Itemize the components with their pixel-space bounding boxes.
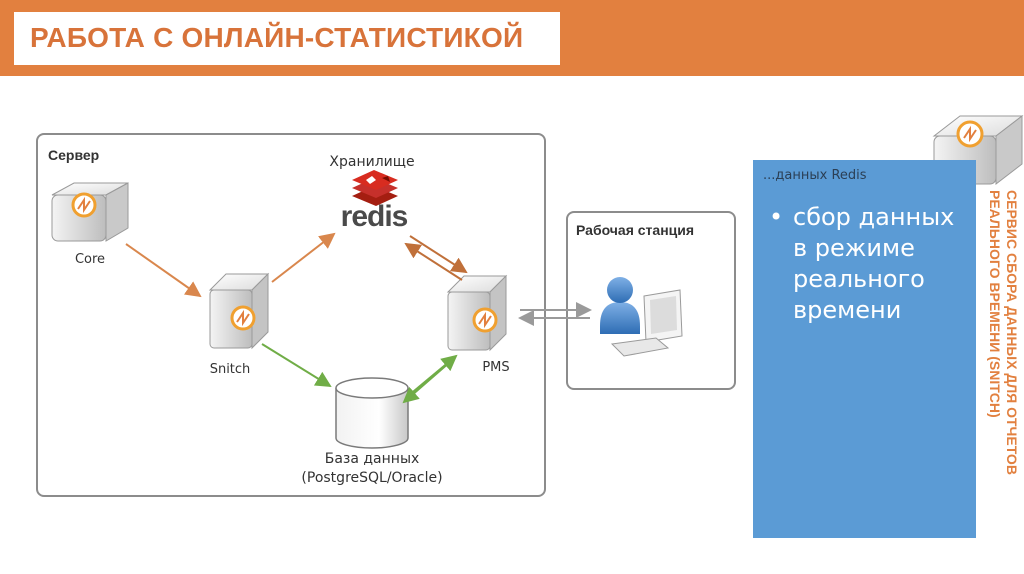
arrow-core-snitch	[125, 243, 202, 298]
pms-server-icon	[446, 274, 508, 352]
snitch-server-icon	[208, 272, 270, 350]
arrow-pms-database	[402, 361, 451, 404]
bullet-text: сбор данных в режиме реального времени	[793, 203, 955, 324]
snitch-label: Snitch	[209, 362, 251, 377]
side-panel: ...данных Redis • сбор данных в режиме р…	[753, 160, 976, 538]
database-icon	[335, 377, 409, 449]
side-panel-header: ...данных Redis	[763, 168, 867, 183]
arrow-snitch-database	[261, 343, 332, 388]
arrow-pms-redis	[404, 242, 463, 281]
pms-label: PMS	[482, 360, 510, 375]
arrow-snitch-redis	[271, 232, 336, 283]
vertical-caption-box: СЕРВИС СБОРА ДАННЫХ ДЛЯ ОТЧЕТОВ РЕАЛЬНОГ…	[980, 190, 1020, 530]
title-box: РАБОТА С ОНЛАЙН-СТАТИСТИКОЙ	[14, 12, 560, 65]
page-title: РАБОТА С ОНЛАЙН-СТАТИСТИКОЙ	[30, 22, 524, 53]
server-frame-title: Сервер	[48, 147, 100, 163]
redis-logo-icon	[352, 170, 398, 206]
workstation-frame-title: Рабочая станция	[576, 222, 695, 238]
storage-caption: Хранилище	[329, 154, 415, 170]
vertical-caption: СЕРВИС СБОРА ДАННЫХ ДЛЯ ОТЧЕТОВ РЕАЛЬНОГ…	[987, 190, 1020, 475]
database-label-line1: База данных	[324, 451, 420, 467]
redis-logo-text: redis	[340, 200, 409, 233]
core-label: Core	[74, 252, 106, 267]
database-label-line2: (PostgreSQL/Oracle)	[301, 470, 443, 486]
workstation-user-icon	[600, 277, 683, 357]
arrow-redis-pms	[409, 235, 468, 274]
bullet-dot-icon: •	[769, 203, 784, 231]
core-server-icon	[51, 182, 129, 242]
